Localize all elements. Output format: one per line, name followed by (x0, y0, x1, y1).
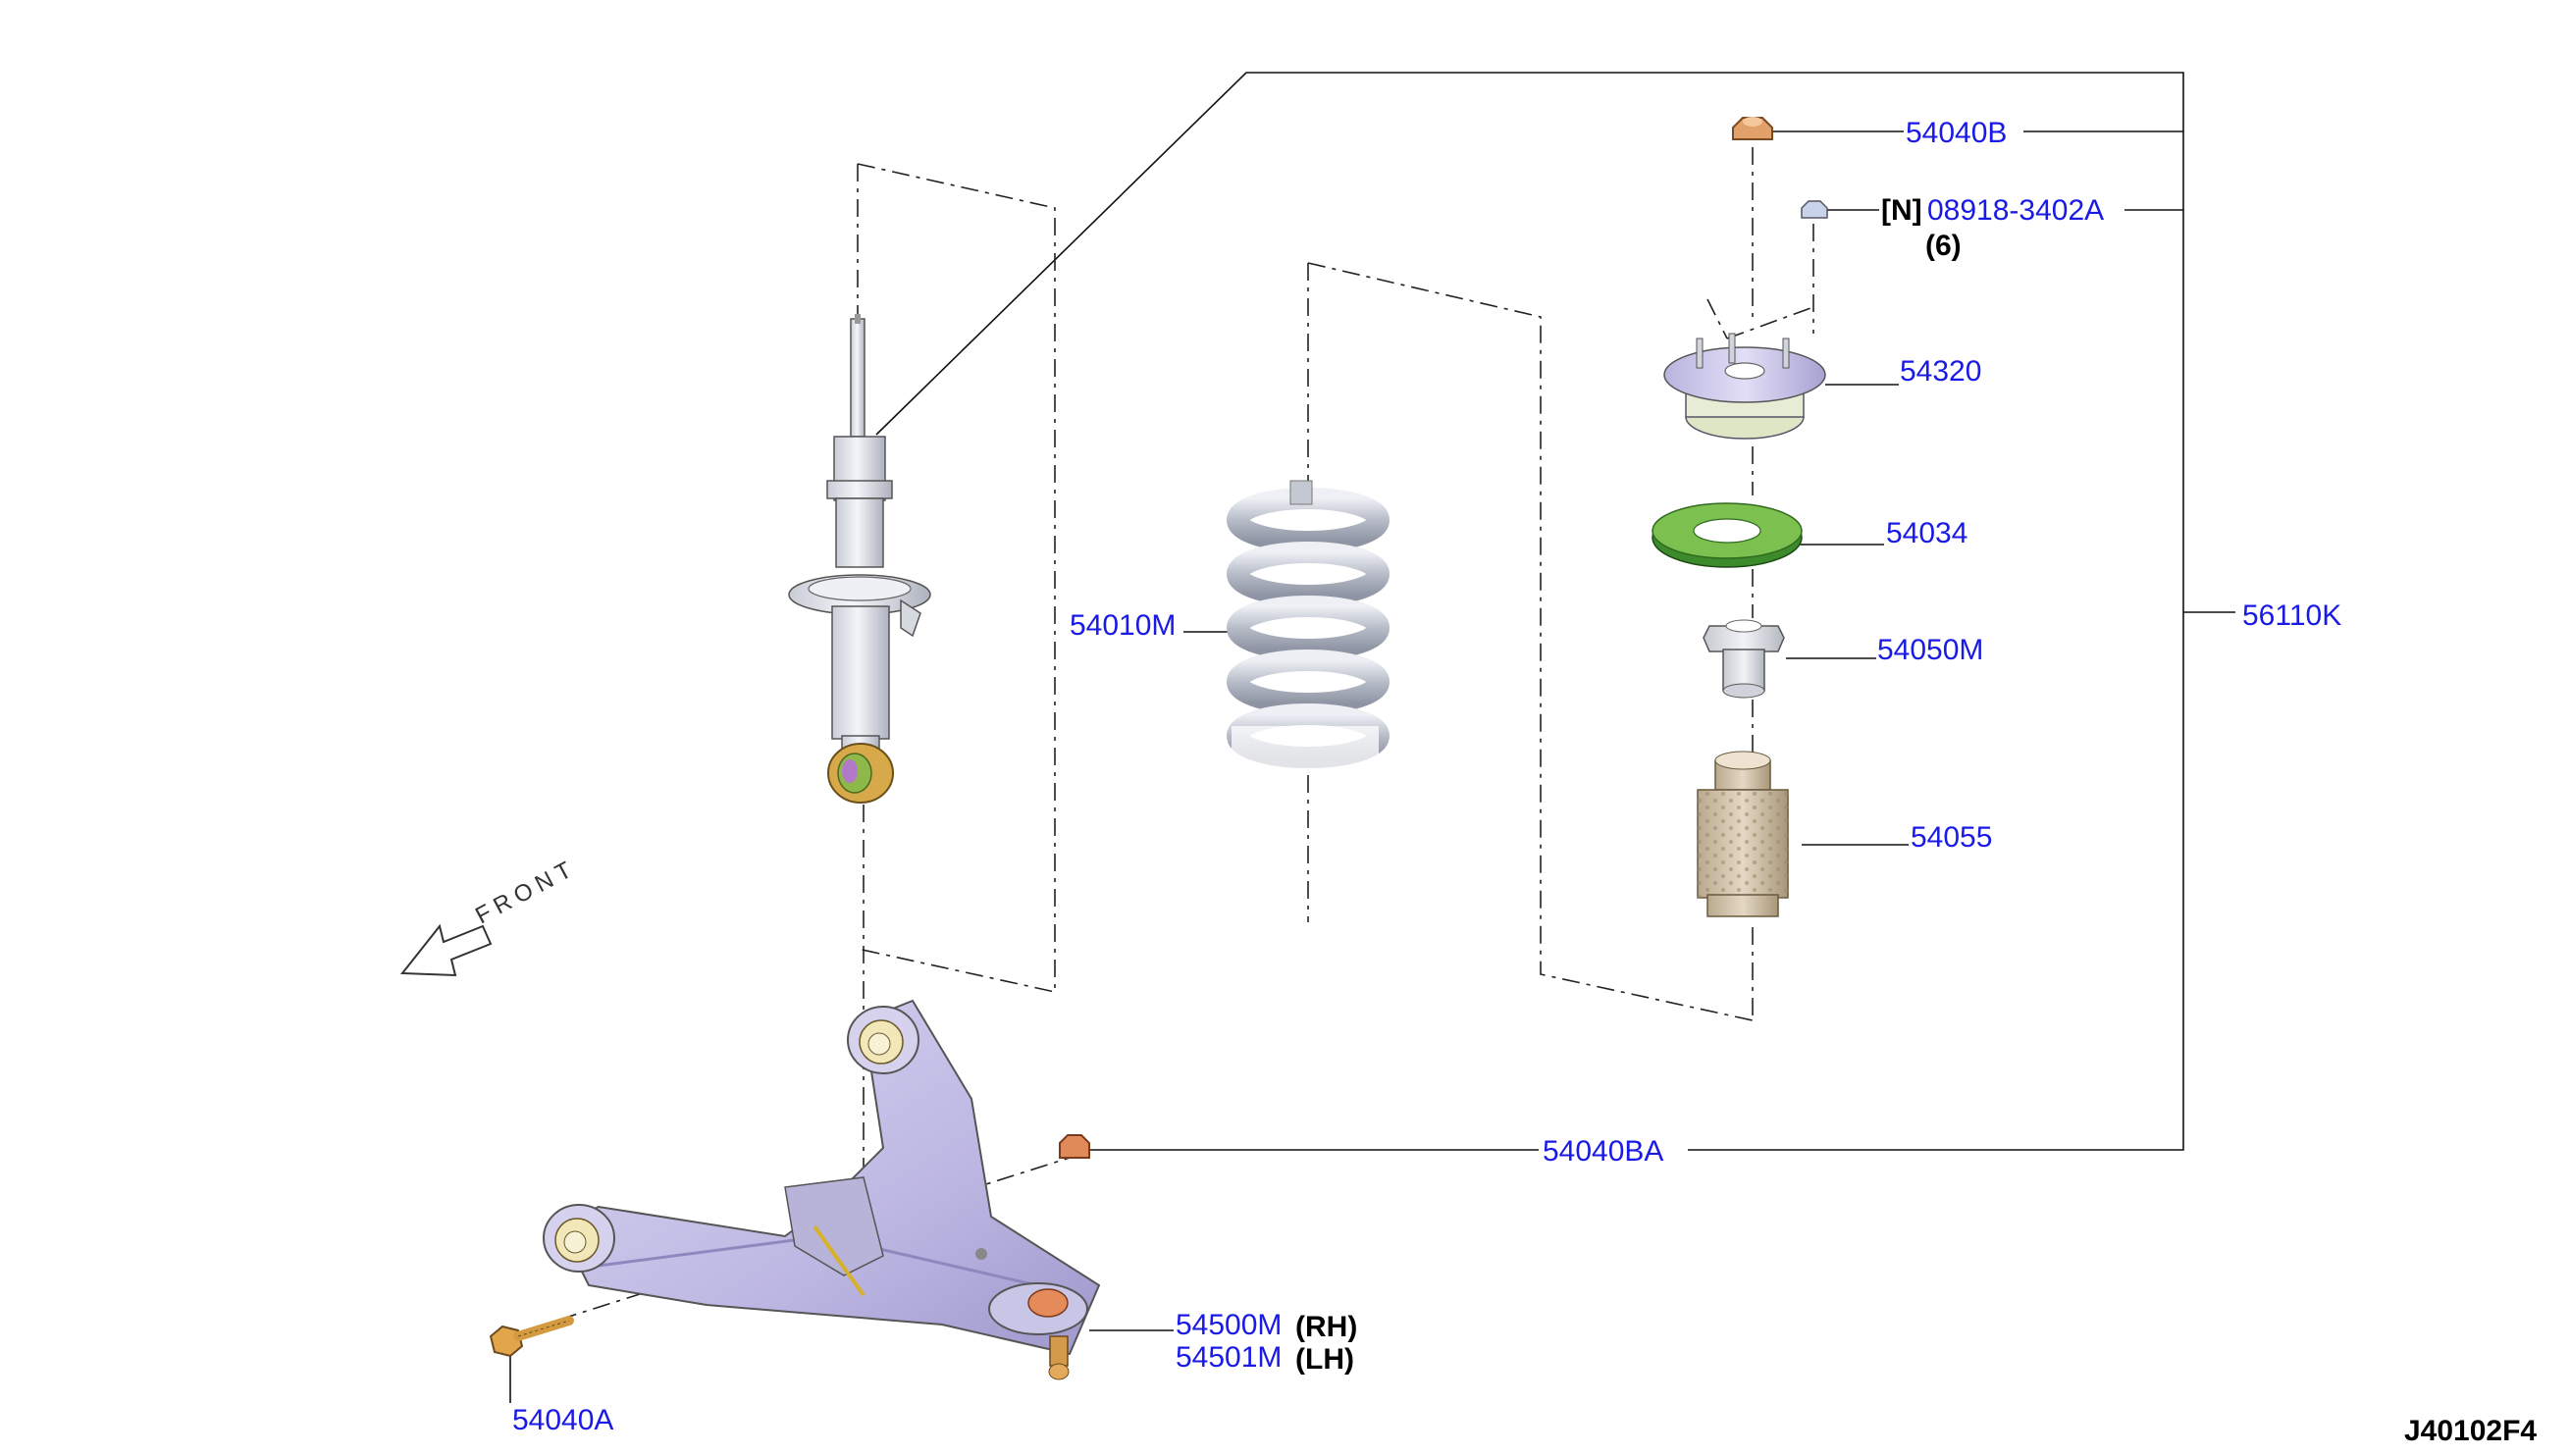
front-label: FRONT (471, 855, 581, 930)
leader-lines (509, 72, 2235, 1403)
front-direction-arrow: FRONT (399, 855, 581, 977)
label-54040a[interactable]: 54040A (512, 1404, 613, 1436)
shock-absorber (788, 314, 931, 804)
label-08918-prefix: [N] (1881, 194, 1922, 227)
spring-seat (1652, 502, 1803, 568)
label-54050m[interactable]: 54050M (1877, 634, 1983, 666)
label-54501m-side: (LH) (1295, 1343, 1354, 1376)
label-54055[interactable]: 54055 (1911, 821, 1992, 854)
label-54500m[interactable]: 54500M (1176, 1309, 1282, 1341)
label-54010m[interactable]: 54010M (1070, 609, 1176, 642)
label-54034[interactable]: 54034 (1886, 517, 1967, 549)
nut-54040ba (1059, 1134, 1090, 1159)
label-54040b[interactable]: 54040B (1906, 117, 2007, 149)
nut-54040b (1732, 117, 1773, 140)
assembly-lines (558, 147, 1814, 1321)
part-labels: 54040B [N] 08918-3402A (6) 54320 54034 5… (512, 117, 2341, 1436)
dust-boot (1697, 751, 1789, 917)
label-08918-3402a[interactable]: 08918-3402A (1927, 194, 2104, 227)
lower-control-arm (543, 999, 1101, 1380)
label-54500m-side: (RH) (1295, 1311, 1357, 1343)
nut-08918-3402a (1801, 200, 1828, 219)
bolt-54040a (489, 1316, 574, 1358)
label-56110k[interactable]: 56110K (2242, 599, 2341, 632)
bump-stop (1703, 619, 1785, 699)
label-54501m[interactable]: 54501M (1176, 1341, 1282, 1374)
label-08918-qty: (6) (1925, 230, 1962, 262)
label-54320[interactable]: 54320 (1900, 355, 1981, 388)
label-54040ba[interactable]: 54040BA (1543, 1135, 1663, 1168)
coil-spring (1227, 480, 1390, 775)
diagram-code: J40102F4 (2404, 1415, 2537, 1447)
strut-mount (1663, 333, 1826, 440)
